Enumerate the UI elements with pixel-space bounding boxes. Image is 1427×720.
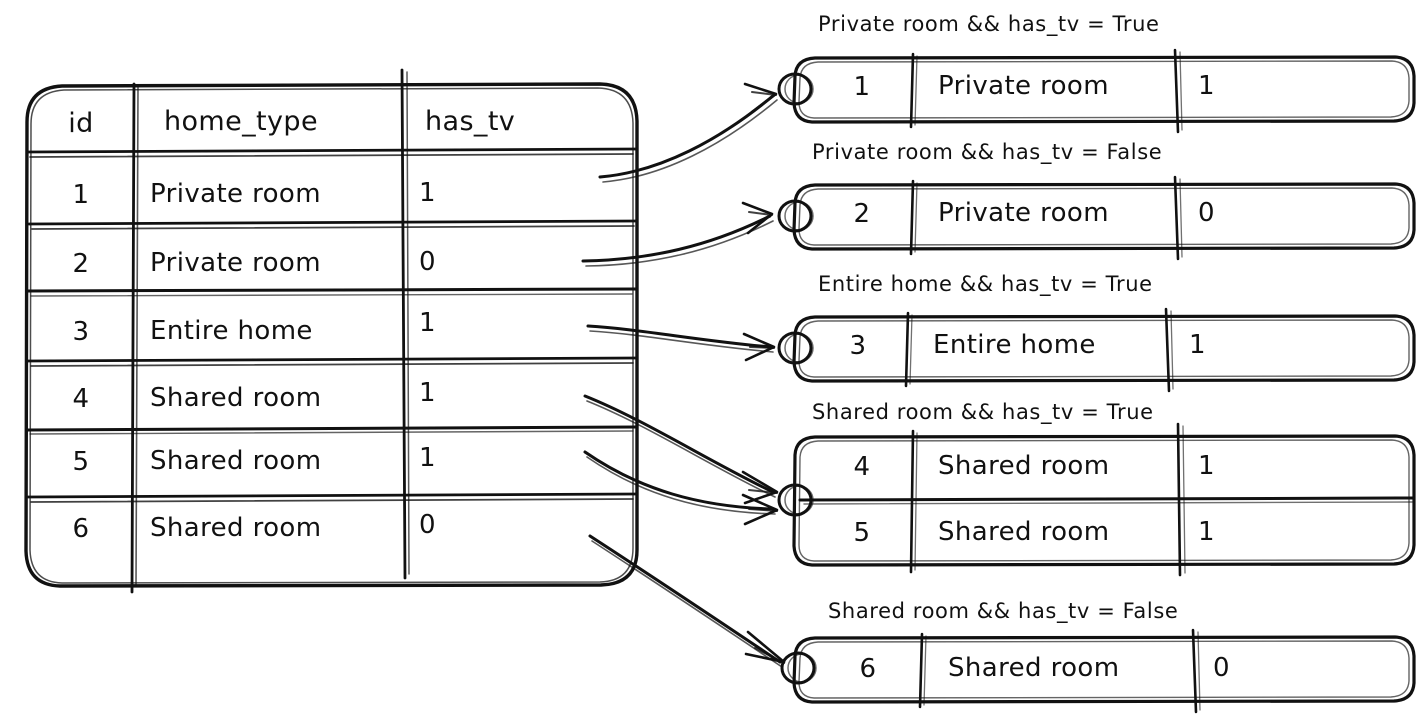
connector-arrow-row2 (581, 201, 774, 267)
source-table-column-rules (130, 68, 410, 594)
table-row: 1 (419, 178, 436, 208)
group-box-2-outline (777, 175, 1416, 261)
group-row-id: 2 (853, 199, 871, 229)
source-table-outline (24, 82, 639, 588)
table-row: 4 (72, 384, 90, 414)
table-row: 5 (72, 447, 90, 477)
group-row-has-tv: 1 (1198, 71, 1215, 101)
table-row: Shared room (150, 446, 322, 476)
table-row: 1 (419, 443, 436, 473)
table-row: 0 (419, 247, 436, 277)
table-row: 6 (72, 514, 90, 544)
group-row-has-tv: 0 (1198, 198, 1215, 228)
group-label: Shared room && has_tv = False (828, 599, 1179, 623)
source-table-header-id: id (68, 108, 94, 139)
group-row-has-tv: 0 (1213, 653, 1230, 683)
group-box-5-outline (780, 628, 1416, 714)
group-row-home-type: Entire home (933, 330, 1096, 360)
group-row-home-type: Shared room (948, 653, 1120, 683)
connector-arrow-row5 (583, 450, 779, 526)
table-row: Shared room (150, 383, 322, 413)
table-row: 1 (72, 180, 90, 210)
table-row: 2 (72, 249, 90, 279)
table-row: 1 (419, 308, 436, 338)
source-table-header-home-type: home_type (164, 106, 318, 137)
group-box-1-outline (777, 48, 1416, 134)
group-label: Private room && has_tv = False (812, 140, 1163, 164)
source-table-header-has-tv: has_tv (425, 106, 516, 137)
group-box-3-outline (777, 307, 1416, 393)
group-row-id: 6 (859, 654, 877, 684)
connector-arrow-row1 (598, 82, 778, 183)
group-label: Shared room && has_tv = True (812, 400, 1154, 424)
group-label: Private room && has_tv = True (818, 12, 1160, 36)
group-row-id: 3 (849, 331, 867, 361)
group-row-home-type: Shared room (938, 451, 1110, 481)
group-row-id: 5 (853, 518, 871, 548)
group-row-home-type: Private room (938, 198, 1109, 228)
group-row-id: 4 (853, 452, 871, 482)
connector-arrow-row6 (588, 534, 786, 668)
source-table-row-rules (25, 147, 639, 503)
table-row: Entire home (150, 316, 313, 346)
connector-arrow-row4 (583, 394, 779, 505)
group-row-home-type: Private room (938, 71, 1109, 101)
table-row: Private room (150, 179, 321, 209)
group-row-home-type: Shared room (938, 517, 1110, 547)
group-label: Entire home && has_tv = True (818, 272, 1153, 296)
group-row-has-tv: 1 (1189, 330, 1206, 360)
table-row: 0 (419, 510, 436, 540)
connector-arrow-row3 (586, 324, 776, 362)
group-box-4-outline (777, 422, 1416, 577)
table-row: Shared room (150, 513, 322, 543)
table-row: 3 (72, 317, 90, 347)
group-row-has-tv: 1 (1198, 517, 1215, 547)
table-row: Private room (150, 248, 321, 278)
table-row: 1 (419, 378, 436, 408)
group-row-id: 1 (853, 72, 871, 102)
group-row-has-tv: 1 (1198, 451, 1215, 481)
